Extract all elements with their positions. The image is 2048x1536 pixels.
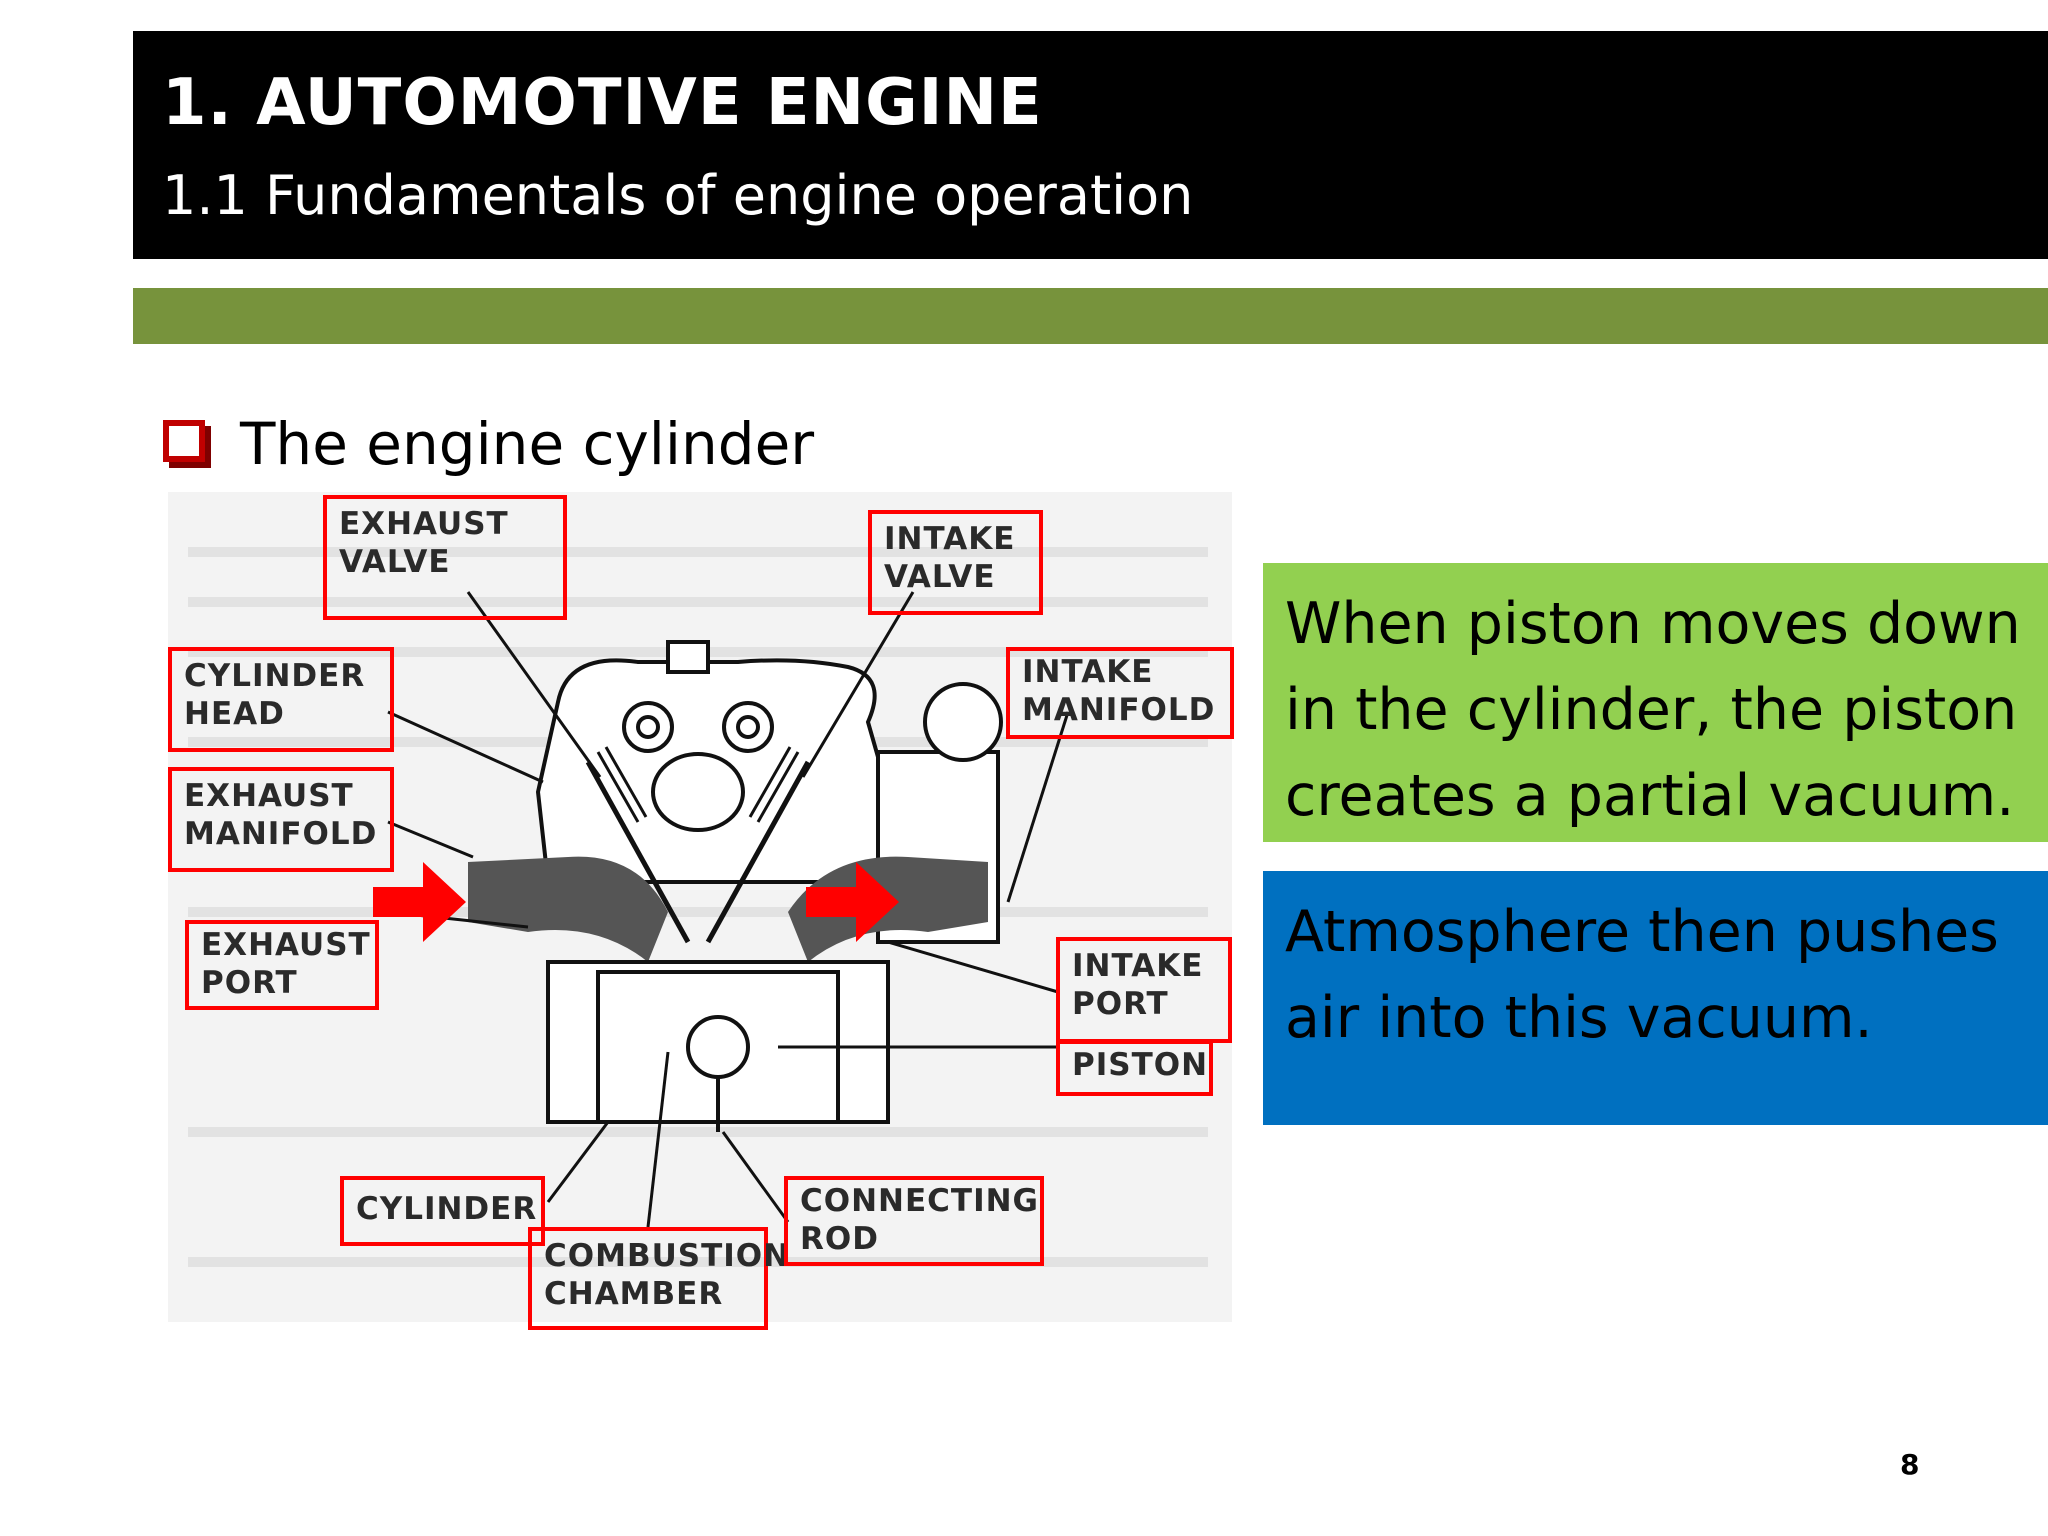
label-combustion-chamber: COMBUSTION CHAMBER xyxy=(528,1227,789,1330)
label-intake-port: INTAKE PORT xyxy=(1056,937,1232,1043)
page-number: 8 xyxy=(1900,1448,1920,1481)
slide-title: 1. AUTOMOTIVE ENGINE xyxy=(162,66,1043,140)
label-intake-valve: INTAKE VALVE xyxy=(868,510,1043,615)
engine-drawing xyxy=(188,547,1208,1267)
label-exhaust-valve: EXHAUST VALVE xyxy=(323,495,567,620)
label-connecting-rod: CONNECTING ROD xyxy=(784,1176,1044,1266)
label-cylinder: CYLINDER xyxy=(340,1176,545,1246)
piston-vacuum-callout: When piston moves down in the cylinder, … xyxy=(1263,563,2048,842)
engine-cylinder-diagram: EXHAUST VALVE INTAKE VALVE CYLINDER HEAD… xyxy=(168,492,1234,1330)
accent-bar xyxy=(133,288,2048,344)
title-bar xyxy=(133,31,2048,259)
checkbox-bullet-icon xyxy=(163,420,205,462)
label-piston: PISTON xyxy=(1056,1040,1213,1096)
label-exhaust-manifold: EXHAUST MANIFOLD xyxy=(168,767,394,872)
label-exhaust-port: EXHAUST PORT xyxy=(185,920,379,1010)
atmosphere-callout: Atmosphere then pushes air into this vac… xyxy=(1263,871,2048,1125)
bullet-text: The engine cylinder xyxy=(240,410,815,478)
label-cylinder-head: CYLINDER HEAD xyxy=(168,647,394,752)
slide-subtitle: 1.1 Fundamentals of engine operation xyxy=(162,164,1194,227)
label-intake-manifold: INTAKE MANIFOLD xyxy=(1006,647,1234,739)
